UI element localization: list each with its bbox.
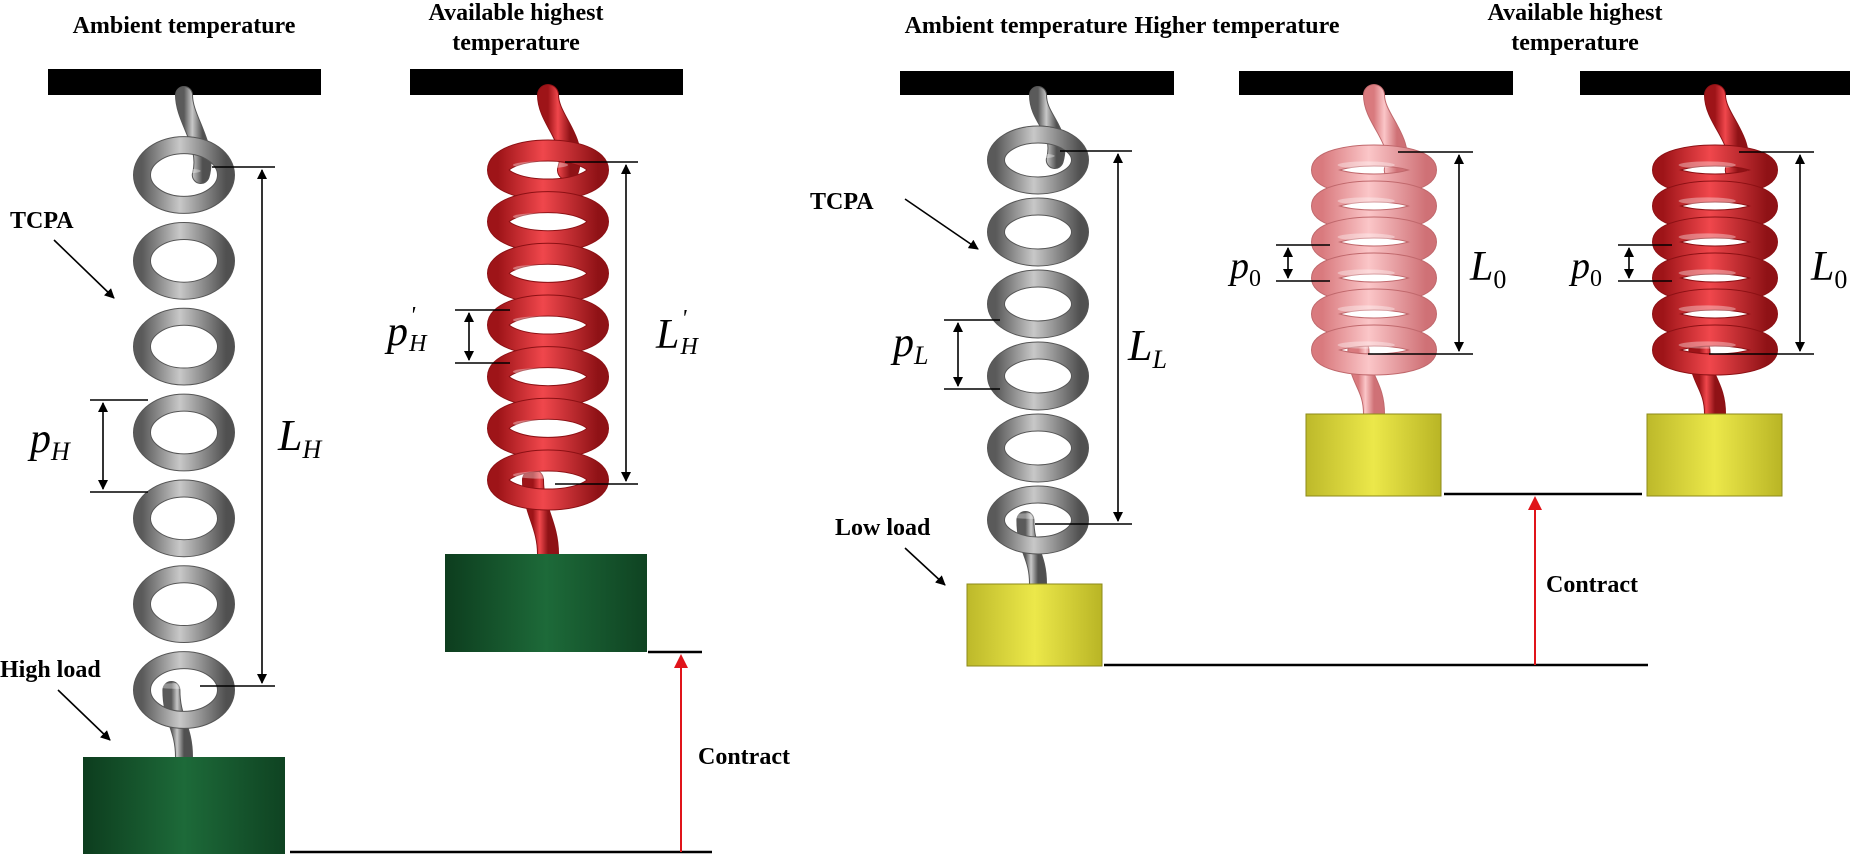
- tcpa-coil-red-high-load: [487, 84, 609, 565]
- dimension-p0-a: [1276, 244, 1330, 282]
- low-load-pointer: [904, 547, 946, 586]
- dimension-p0-b: [1618, 244, 1672, 282]
- tcpa-coil-gray-high-load: [133, 86, 235, 766]
- tcpa-label-right: TCPA: [810, 189, 874, 215]
- header-ambient-1: Ambient temperature: [73, 13, 296, 39]
- dimension-pH-prime: [455, 309, 510, 364]
- header-available-highest-2-line2: temperature: [1511, 30, 1639, 56]
- high-load-block-1: [83, 757, 285, 854]
- contract-label-right: Contract: [1546, 572, 1638, 598]
- symbol-pH-prime: p'H: [384, 303, 428, 357]
- symbol-L0-b: L0: [1810, 244, 1847, 294]
- symbol-LH: LH: [277, 411, 322, 464]
- contract-label-left: Contract: [698, 744, 790, 770]
- high-load-pointer: [57, 689, 111, 741]
- header-available-highest-2-line1: Available highest: [1488, 0, 1663, 26]
- low-load-block-3: [1646, 413, 1783, 497]
- tcpa-coil-pink-low-load: [1311, 84, 1437, 425]
- dimension-pH: [90, 399, 148, 493]
- high-load-block-2: [445, 554, 647, 652]
- symbol-p0-a: p0: [1227, 245, 1261, 292]
- symbol-L0-a: L0: [1469, 244, 1506, 294]
- low-load-block-2: [1305, 413, 1442, 497]
- dimension-L0-a: [1368, 151, 1473, 355]
- tcpa-pointer-right: [904, 198, 979, 250]
- low-load-label: Low load: [835, 515, 931, 541]
- symbol-pH: pH: [27, 416, 71, 466]
- dimension-LH-prime: [555, 161, 638, 485]
- high-load-label: High load: [0, 657, 101, 683]
- header-higher-temperature: Higher temperature: [1134, 13, 1339, 39]
- tcpa-coil-red-low-load: [1652, 84, 1778, 425]
- symbol-pL: pL: [890, 320, 928, 370]
- low-load-block-1: [966, 583, 1103, 667]
- tcpa-label-left: TCPA: [10, 208, 74, 234]
- dimension-pL: [944, 319, 1000, 390]
- tcpa-coil-gray-low-load: [987, 86, 1089, 593]
- symbol-LH-prime: L'H: [655, 306, 700, 360]
- tcpa-pointer-left: [53, 239, 115, 299]
- dimension-LH: [200, 166, 275, 687]
- symbol-p0-b: p0: [1568, 245, 1602, 292]
- header-available-highest-1-line1: Available highest: [429, 0, 604, 26]
- header-ambient-2: Ambient temperature: [905, 13, 1128, 39]
- dimension-LL: [1035, 150, 1132, 525]
- dimension-L0-b: [1709, 151, 1814, 355]
- symbol-LL: LL: [1127, 321, 1167, 374]
- header-available-highest-1-line2: temperature: [452, 30, 580, 56]
